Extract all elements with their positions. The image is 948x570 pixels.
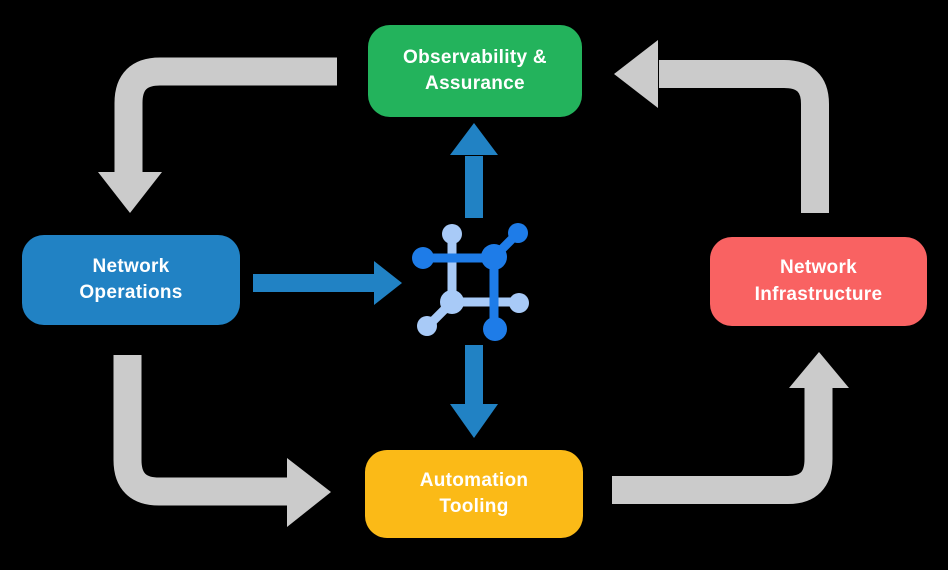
node-observability-assurance: Observability & Assurance [368, 25, 582, 117]
arrow-infrastructure-to-observability [614, 40, 829, 213]
icon-node [509, 293, 529, 313]
node-automation-tooling: Automation Tooling [365, 450, 583, 538]
icon-node [442, 224, 462, 244]
icon-node [440, 290, 464, 314]
icon-node [508, 223, 528, 243]
arrow-automation-to-infrastructure [612, 352, 849, 504]
arrowhead-down-icon [450, 404, 498, 438]
arrow-shaft [612, 388, 833, 504]
icon-node [412, 247, 434, 269]
arrow-operations-to-automation [113, 355, 331, 527]
arrowhead-up-icon [450, 123, 498, 155]
arrow-shaft [114, 57, 337, 173]
arrowhead-right-icon [287, 458, 331, 527]
arrow-icon-to-observability [450, 123, 498, 218]
node-network-infrastructure: Network Infrastructure [710, 237, 927, 326]
arrowhead-left-icon [614, 40, 658, 108]
node-label: Network Infrastructure [754, 257, 883, 305]
node-network-operations: Network Operations [22, 235, 240, 325]
arrow-shaft [659, 60, 829, 213]
arrowhead-right-icon [374, 261, 402, 305]
arrow-observability-to-operations [98, 57, 337, 213]
icon-node [417, 316, 437, 336]
node-label: Observability & Assurance [403, 46, 547, 94]
arrow-icon-to-automation [450, 345, 498, 438]
arrowhead-up-icon [789, 352, 849, 388]
icon-node [481, 244, 507, 270]
icon-node [483, 317, 507, 341]
node-label: Network Operations [79, 255, 183, 303]
arrow-shaft [113, 355, 288, 506]
arrowhead-down-icon [98, 172, 162, 213]
arrow-operations-to-icon [253, 261, 402, 305]
node-label: Automation Tooling [419, 469, 529, 517]
network-mesh-icon [412, 223, 529, 341]
